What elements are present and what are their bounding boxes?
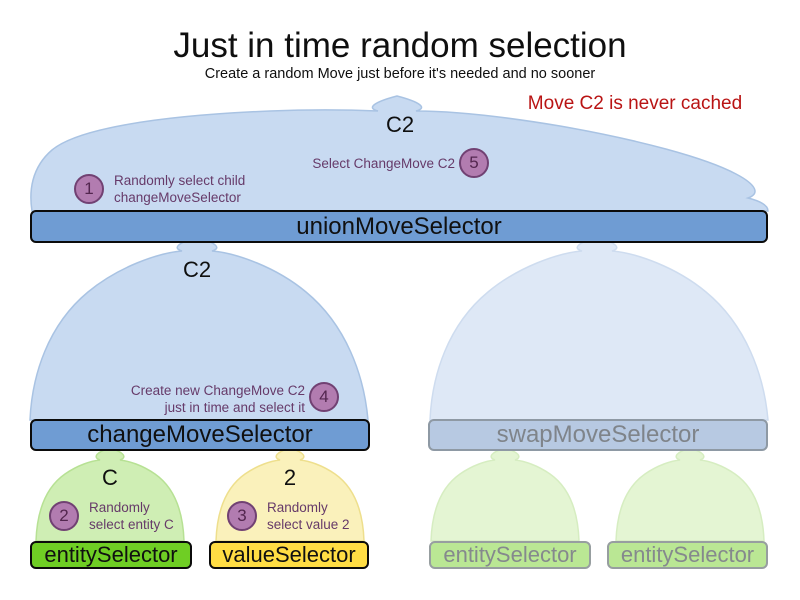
step-2-note-line2: select entity C bbox=[89, 517, 174, 532]
step-2-note: Randomly select entity C bbox=[89, 499, 174, 533]
step-1-note-line1: Randomly select child bbox=[114, 173, 246, 188]
step-1-note: Randomly select child changeMoveSelector bbox=[114, 172, 245, 206]
step-3-badge: 3 bbox=[227, 501, 257, 531]
value-selector-bar: valueSelector bbox=[209, 541, 369, 569]
page-title: Just in time random selection bbox=[173, 26, 627, 65]
step-4-note-line2: just in time and select it bbox=[164, 400, 305, 415]
step-3-note: Randomly select value 2 bbox=[267, 499, 350, 533]
union-selector-bar: unionMoveSelector bbox=[30, 210, 768, 243]
union-output-label: C2 bbox=[385, 112, 415, 137]
warning-note: Move C2 is never cached bbox=[527, 93, 743, 114]
step-4-badge: 4 bbox=[309, 382, 339, 412]
step-1-badge: 1 bbox=[74, 174, 104, 204]
change-output-label: C2 bbox=[182, 257, 212, 282]
change-selector-bar: changeMoveSelector bbox=[30, 419, 370, 451]
step-1-note-line2: changeMoveSelector bbox=[114, 190, 241, 205]
page-subtitle: Create a random Move just before it's ne… bbox=[204, 66, 596, 82]
entity-faded-selector-bar-1: entitySelector bbox=[429, 541, 591, 569]
value-output-label: 2 bbox=[283, 465, 297, 490]
step-2-badge: 2 bbox=[49, 501, 79, 531]
step-3-note-line1: Randomly bbox=[267, 500, 328, 515]
step-5-badge: 5 bbox=[459, 148, 489, 178]
step-4-note-line1: Create new ChangeMove C2 bbox=[130, 383, 305, 398]
entity-faded-dome-1-shape bbox=[430, 447, 580, 542]
step-4-note: Create new ChangeMove C2 just in time an… bbox=[118, 382, 305, 416]
step-3-note-line2: select value 2 bbox=[267, 517, 350, 532]
step-2-note-line1: Randomly bbox=[89, 500, 150, 515]
step-5-note: Select ChangeMove C2 bbox=[260, 155, 455, 172]
entity-selector-bar: entitySelector bbox=[30, 541, 192, 569]
swap-selector-bar: swapMoveSelector bbox=[428, 419, 768, 451]
entity-faded-selector-bar-2: entitySelector bbox=[607, 541, 768, 569]
union-dome-shape bbox=[30, 95, 769, 212]
swap-dome-shape bbox=[429, 236, 769, 421]
entity-output-label: C bbox=[102, 465, 118, 490]
entity-faded-dome-2-shape bbox=[615, 447, 765, 542]
step-5-note-line: Select ChangeMove C2 bbox=[312, 156, 455, 171]
